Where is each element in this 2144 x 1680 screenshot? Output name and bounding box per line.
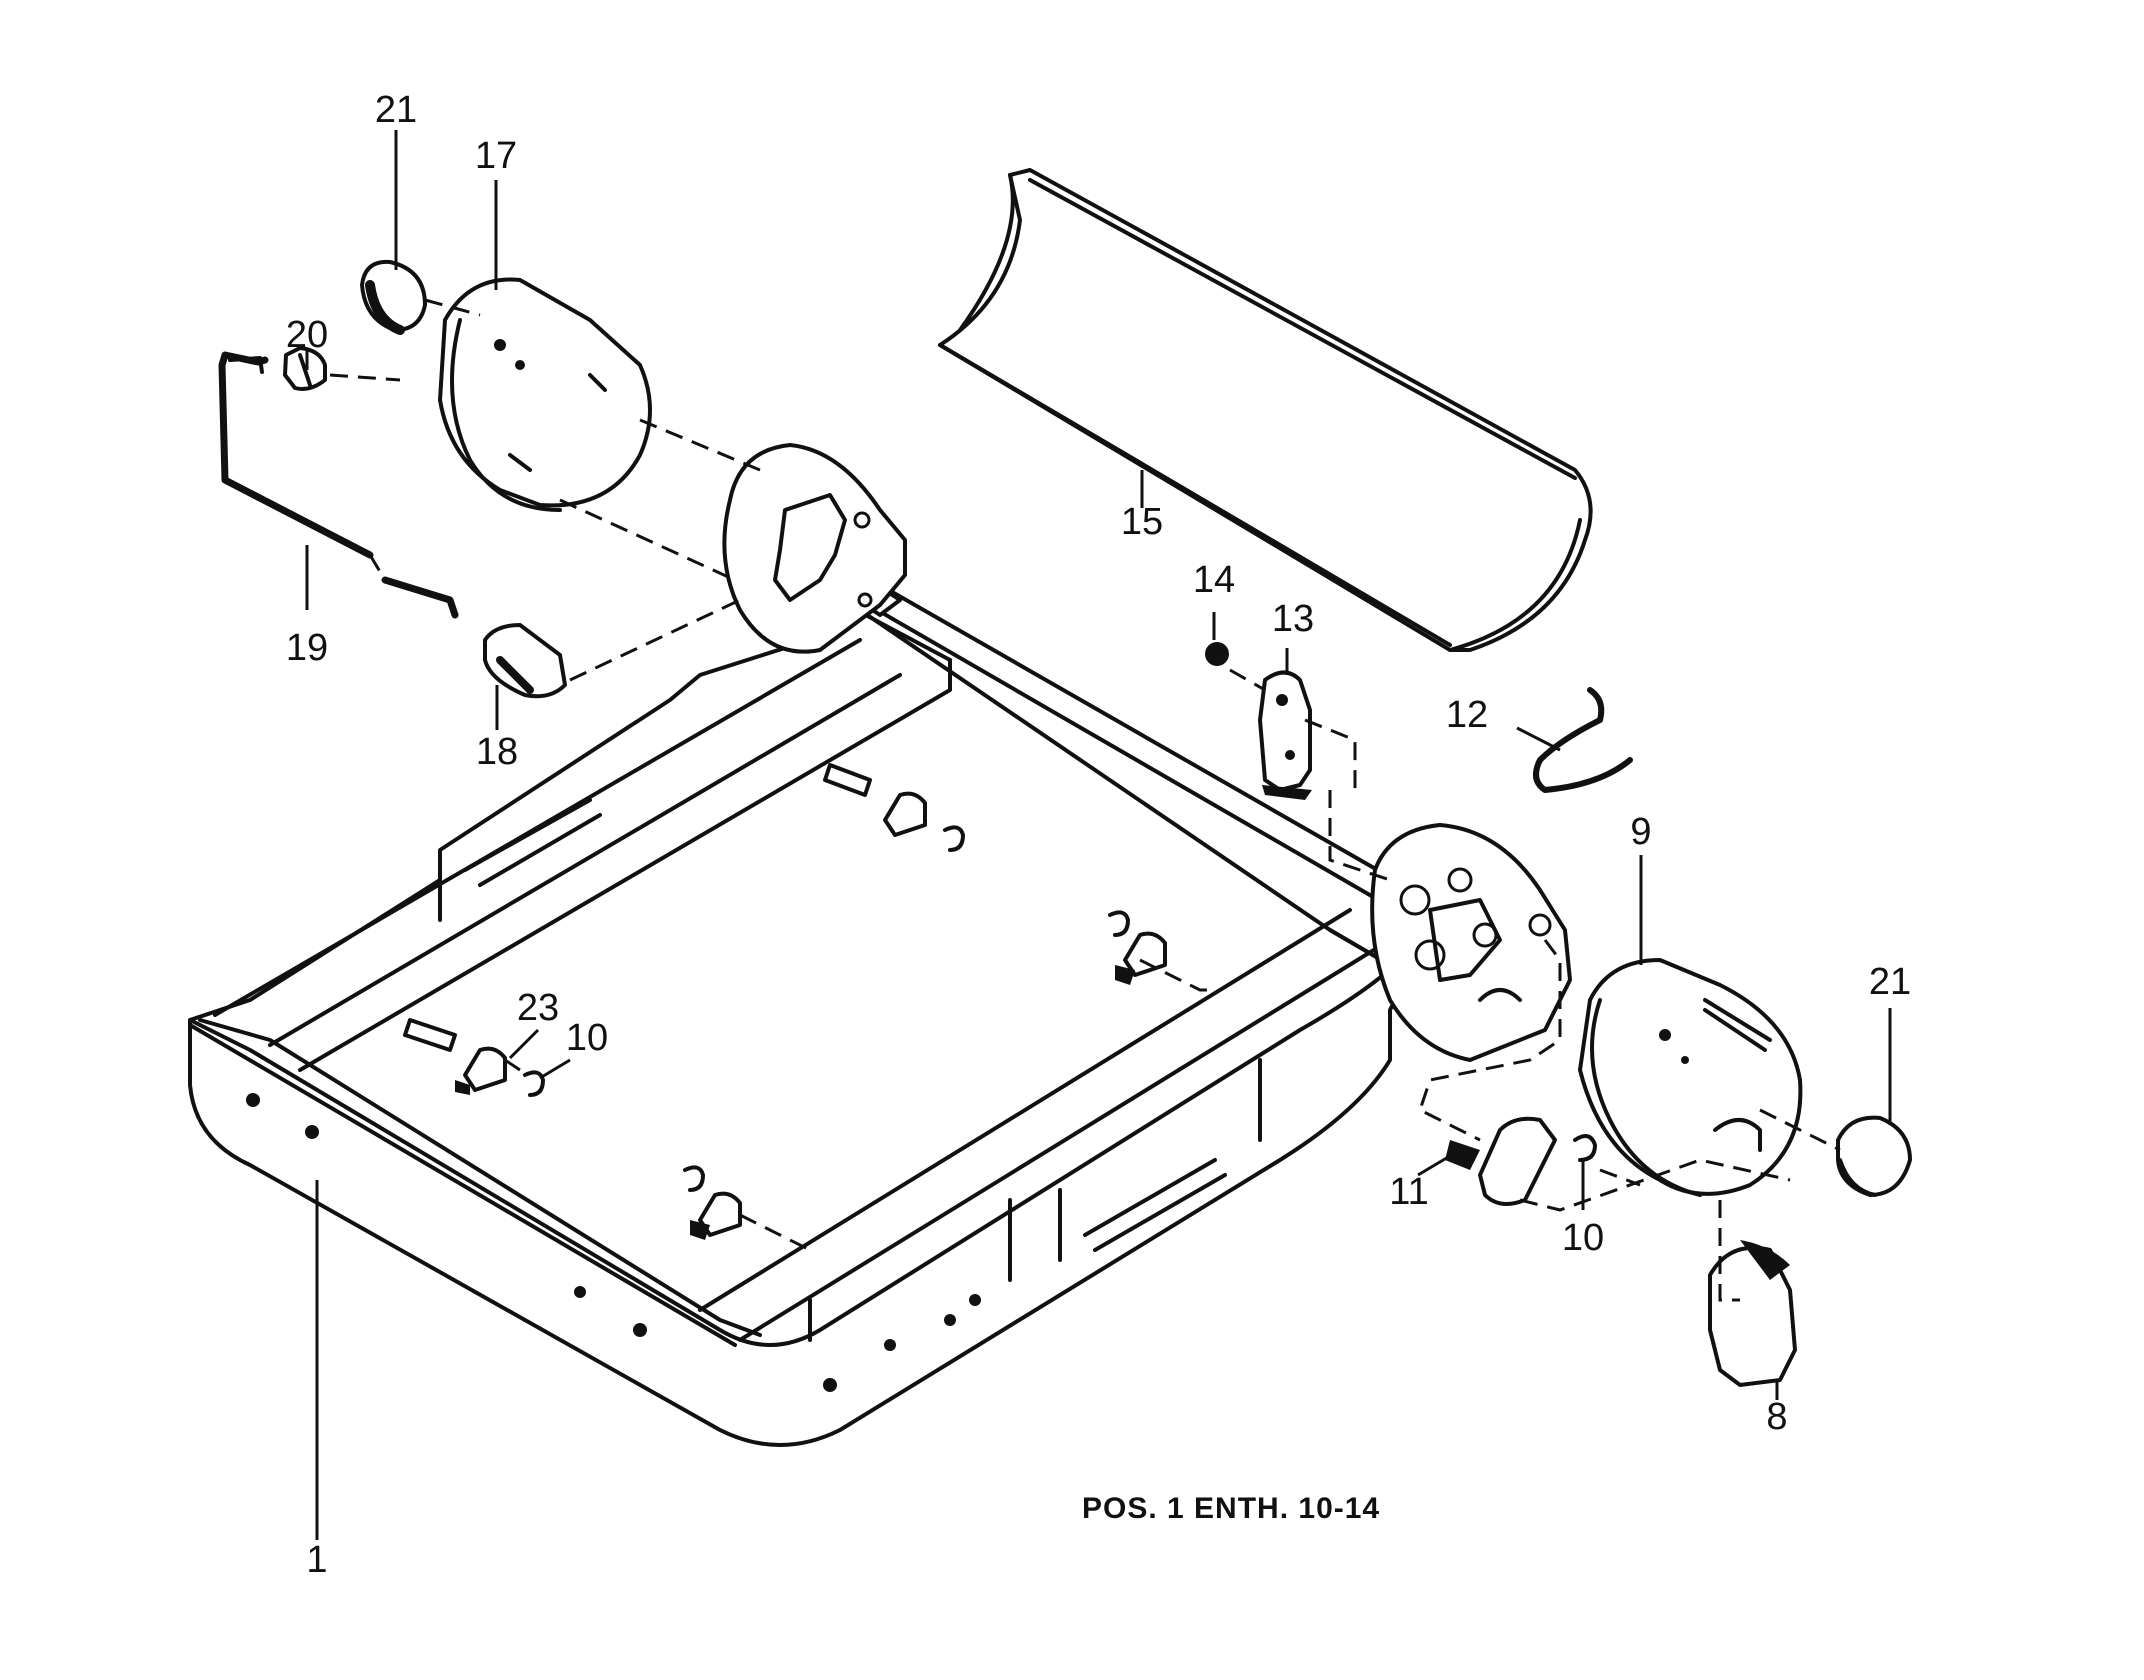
pin-assembly-part-11 xyxy=(1445,1116,1557,1206)
callout-21-left: 21 xyxy=(374,89,418,131)
e-clip-part-10-right xyxy=(1573,1134,1597,1162)
callout-10-left: 10 xyxy=(565,1017,609,1059)
callout-13: 13 xyxy=(1271,598,1315,640)
diagram-caption: POS. 1 ENTH. 10-14 xyxy=(1082,1492,1381,1525)
right-hub-plate xyxy=(1370,823,1572,1062)
handle-part-8 xyxy=(1708,1240,1797,1387)
callout-12: 12 xyxy=(1445,694,1489,736)
callout-1: 1 xyxy=(306,1539,328,1581)
callout-14: 14 xyxy=(1192,559,1236,601)
knob-part-18 xyxy=(483,623,567,699)
callout-23: 23 xyxy=(516,987,560,1029)
pin-assembly-upper xyxy=(823,763,965,852)
callout-9: 9 xyxy=(1630,811,1652,853)
pin-assembly-lower xyxy=(683,1165,742,1240)
nut-part-14 xyxy=(1205,642,1229,666)
rod-part-19 xyxy=(218,351,459,619)
callout-17: 17 xyxy=(474,135,518,177)
leader-lines xyxy=(305,130,1892,1540)
callout-18: 18 xyxy=(475,731,519,773)
knob-part-21-right xyxy=(1836,1115,1912,1197)
frame-part-1 xyxy=(188,608,1402,1447)
pin-assembly-middle xyxy=(1108,910,1167,985)
trough-cover-part-15 xyxy=(938,168,1593,652)
left-hub-plate xyxy=(722,443,907,654)
end-cap-part-17 xyxy=(438,277,652,512)
callout-15: 15 xyxy=(1120,501,1164,543)
pin-assembly-part-23 xyxy=(403,1018,545,1097)
callout-19: 19 xyxy=(285,627,329,669)
assembly-dashed-lines xyxy=(329,298,1841,1302)
callout-20: 20 xyxy=(285,314,329,356)
end-cap-part-9 xyxy=(1578,958,1803,1197)
spring-part-12 xyxy=(1533,687,1633,793)
knob-part-21-left xyxy=(360,259,427,335)
bracket-part-13 xyxy=(1258,670,1312,800)
plug-part-20 xyxy=(283,346,327,391)
callout-8: 8 xyxy=(1766,1396,1788,1438)
callout-11: 11 xyxy=(1389,1171,1429,1213)
callout-21-right: 21 xyxy=(1868,961,1912,1003)
callout-10-right: 10 xyxy=(1561,1217,1605,1259)
